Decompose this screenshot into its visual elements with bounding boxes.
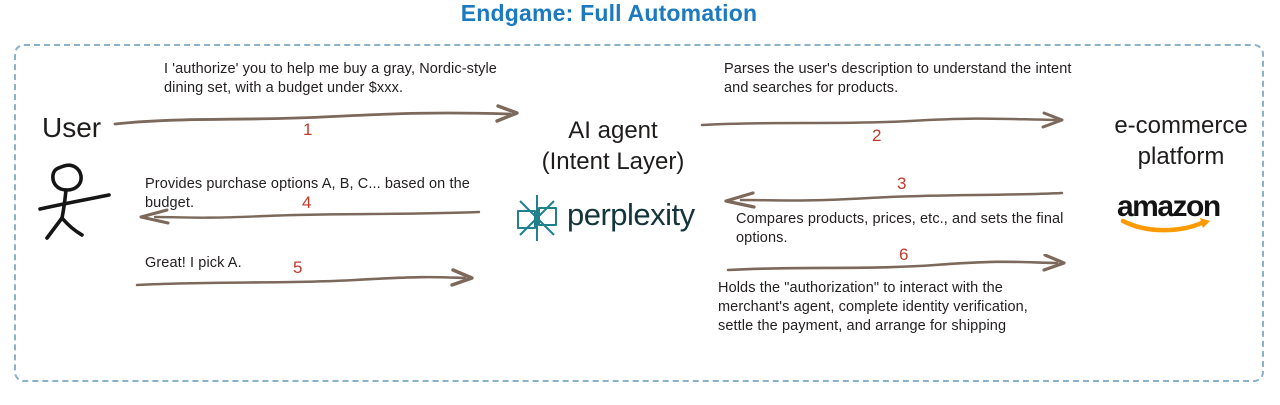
step-3-number: 3 [897, 174, 907, 193]
message-6-arrow-right-icon [726, 254, 1066, 272]
step-2-number: 2 [872, 126, 882, 145]
message-4-arrow-left-icon [139, 208, 481, 225]
step-1-number: 1 [303, 120, 313, 139]
message-6-text: Holds the "authorization" to interact wi… [718, 280, 1028, 335]
actor-agent-name: AI agent [568, 117, 658, 144]
amazon-logo: amazon [1117, 190, 1221, 238]
step-5-number: 5 [293, 258, 303, 277]
actor-user-label: User [42, 112, 102, 143]
message-1-text: I 'authorize' you to help me buy a gray,… [164, 61, 497, 97]
message-5-text: Great! I pick A. [145, 255, 242, 271]
actor-platform-name-line2: platform [1137, 143, 1225, 171]
amazon-wordmark: amazon [1117, 190, 1221, 223]
page-title: Endgame: Full Automation [460, 0, 758, 26]
perplexity-logomark-icon [517, 195, 557, 241]
amazon-smile-icon [1120, 218, 1210, 233]
message-4-text: Provides purchase options A, B, C... bas… [145, 176, 470, 212]
actor-agent-subtitle: (Intent Layer) [541, 147, 685, 175]
message-5-arrow-right-icon [135, 268, 474, 287]
step-6-number: 6 [899, 245, 909, 264]
stick-figure-user-icon [38, 163, 111, 240]
message-3-text: Compares products, prices, etc., and set… [736, 211, 1064, 247]
actor-platform-label: e-commerce platform [1106, 110, 1256, 172]
perplexity-wordmark: perplexity [567, 197, 695, 232]
step-4-number: 4 [302, 193, 312, 212]
message-2-text: Parses the user's description to underst… [724, 61, 1072, 97]
perplexity-logo: perplexity [514, 193, 695, 243]
actor-agent-label: AI agent (Intent Layer) [513, 116, 713, 177]
diagram-border [14, 44, 1264, 382]
message-1-arrow-right-icon [113, 104, 519, 126]
message-2-arrow-right-icon [700, 111, 1064, 129]
actor-platform-name-line1: e-commerce [1114, 112, 1248, 139]
message-3-arrow-left-icon [724, 191, 1064, 209]
